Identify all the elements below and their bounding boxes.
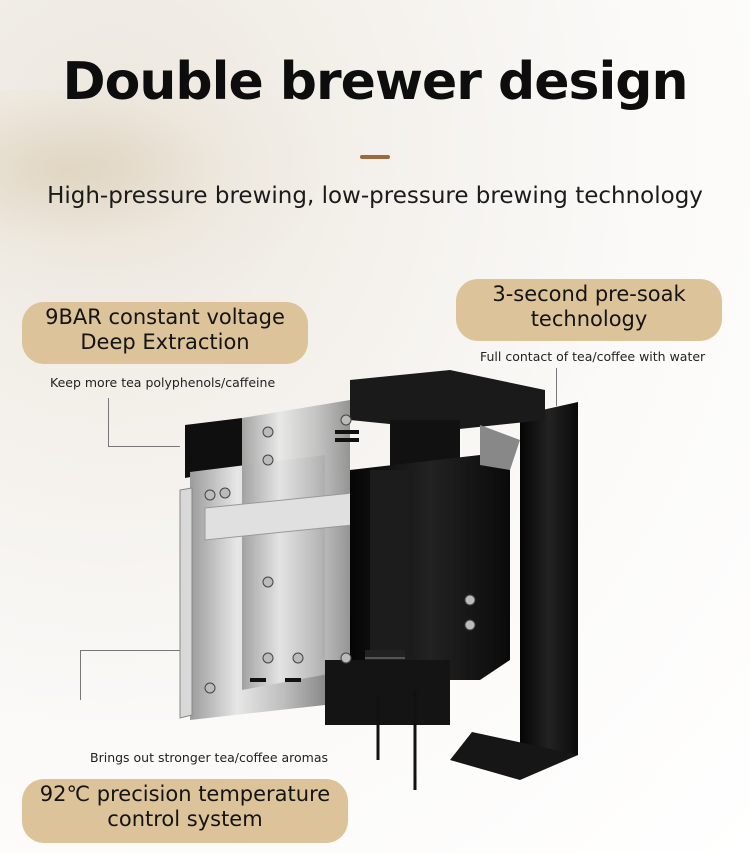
background-glow xyxy=(0,90,330,290)
page-title: Double brewer design xyxy=(62,52,688,112)
callout-temperature-note: Brings out stronger tea/coffee aromas xyxy=(90,750,329,765)
callout-pressure-line1: 9BAR constant voltage xyxy=(45,305,285,329)
callout-temperature-badge: 92℃ precision temperature control system xyxy=(22,779,348,843)
brewer-unit-icon xyxy=(179,370,578,790)
callout-temperature-connector-v xyxy=(80,650,81,700)
callout-pressure-connector-v xyxy=(108,398,109,446)
callout-presoak-line2: technology xyxy=(530,307,648,332)
callout-presoak-badge: 3-second pre-soak technology xyxy=(456,279,722,341)
title-divider xyxy=(360,155,390,159)
callout-presoak-note: Full contact of tea/coffee with water xyxy=(480,349,706,364)
callout-pressure-connector-h xyxy=(108,446,180,447)
callout-pressure-badge: 9BAR constant voltage Deep Extraction xyxy=(22,302,308,364)
callout-pressure-line2: Deep Extraction xyxy=(80,330,250,355)
page-subtitle: High-pressure brewing, low-pressure brew… xyxy=(47,183,703,209)
callout-temperature-connector-h xyxy=(80,650,180,651)
callout-presoak-line1: 3-second pre-soak xyxy=(492,282,686,306)
callout-temperature-line1: 92℃ precision temperature xyxy=(39,782,331,806)
callout-pressure-note: Keep more tea polyphenols/caffeine xyxy=(50,375,276,390)
callout-presoak-connector-v xyxy=(556,368,557,406)
callout-temperature-line2: control system xyxy=(107,807,263,832)
